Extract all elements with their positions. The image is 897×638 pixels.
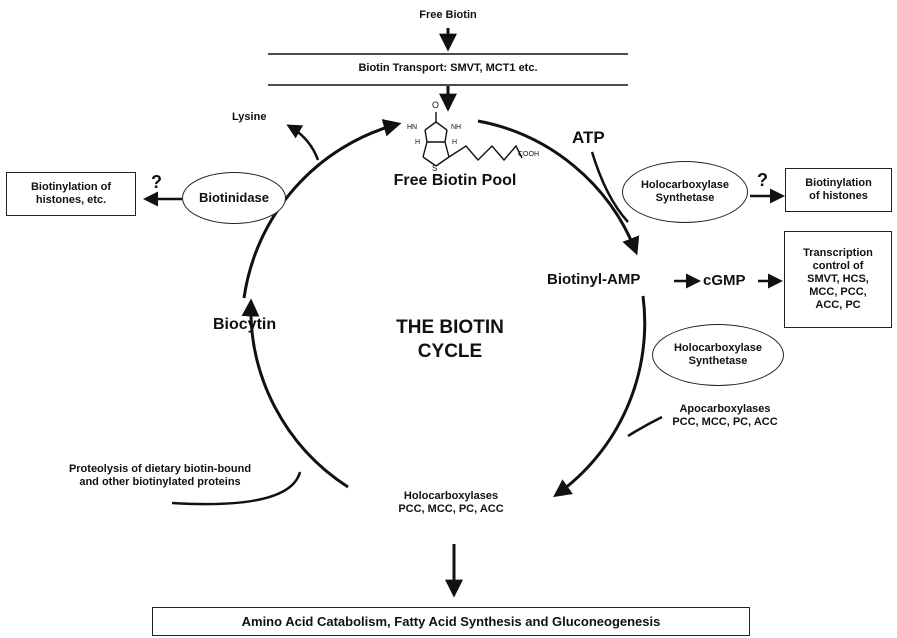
biocytin-label: Biocytin [213,316,277,333]
apocarboxylases-label: Apocarboxylases PCC, MCC, PC, ACC [672,403,778,428]
holocarboxylase-synthetase-mid: Holocarboxylase Synthetase [652,324,784,386]
arc-pool-to-biotinyl-amp [477,119,640,256]
arrow-to-lysine [286,124,320,161]
atom-cooh: COOH [518,151,539,158]
atp-label: ATP [572,128,605,147]
arc-biotinyl-amp-to-holocarboxylases [553,295,647,498]
histones-box-left: Biotinylation of histones, etc. [6,172,136,216]
question-mark-right: ? [757,170,768,190]
metabolism-box: Amino Acid Catabolism, Fatty Acid Synthe… [152,607,750,636]
question-mark-left: ? [151,172,162,192]
transcription-control-box: Transcription control of SMVT, HCS, MCC,… [784,231,892,328]
biotinyl-amp-label: Biotinyl-AMP [547,271,641,288]
biotin-transport-label: Biotin Transport: SMVT, MCT1 etc. [358,62,538,74]
biotin-cycle-title: THE BIOTIN CYCLE [396,317,504,362]
atom-o: O [432,100,440,110]
atom-h-left: H [415,139,421,146]
histones-box-right: Biotinylation of histones [785,168,892,212]
arc-biocytin-to-pool [242,119,402,299]
atom-hn: HN [407,124,418,131]
proteolysis-label: Proteolysis of dietary biotin-bound and … [68,463,252,488]
atom-h-right: H [452,139,458,146]
holocarboxylase-synthetase-top: Holocarboxylase Synthetase [622,161,748,223]
cgmp-label: cGMP [703,272,746,289]
free-biotin-label: Free Biotin [419,9,477,21]
arc-holocarboxylases-to-biocytin [241,298,349,489]
atom-s: S [432,164,438,173]
curve-apocarboxylase-input [627,415,663,438]
curve-atp-input [590,151,629,223]
biotin-structure [422,112,523,167]
free-biotin-pool-label: Free Biotin Pool [393,172,517,189]
biotinidase-ellipse: Biotinidase [182,172,286,224]
atom-nh: NH [451,124,462,131]
holocarboxylases-label: Holocarboxylases PCC, MCC, PC, ACC [398,490,504,515]
curve-proteolysis-input [171,471,302,506]
lysine-label: Lysine [232,111,267,123]
